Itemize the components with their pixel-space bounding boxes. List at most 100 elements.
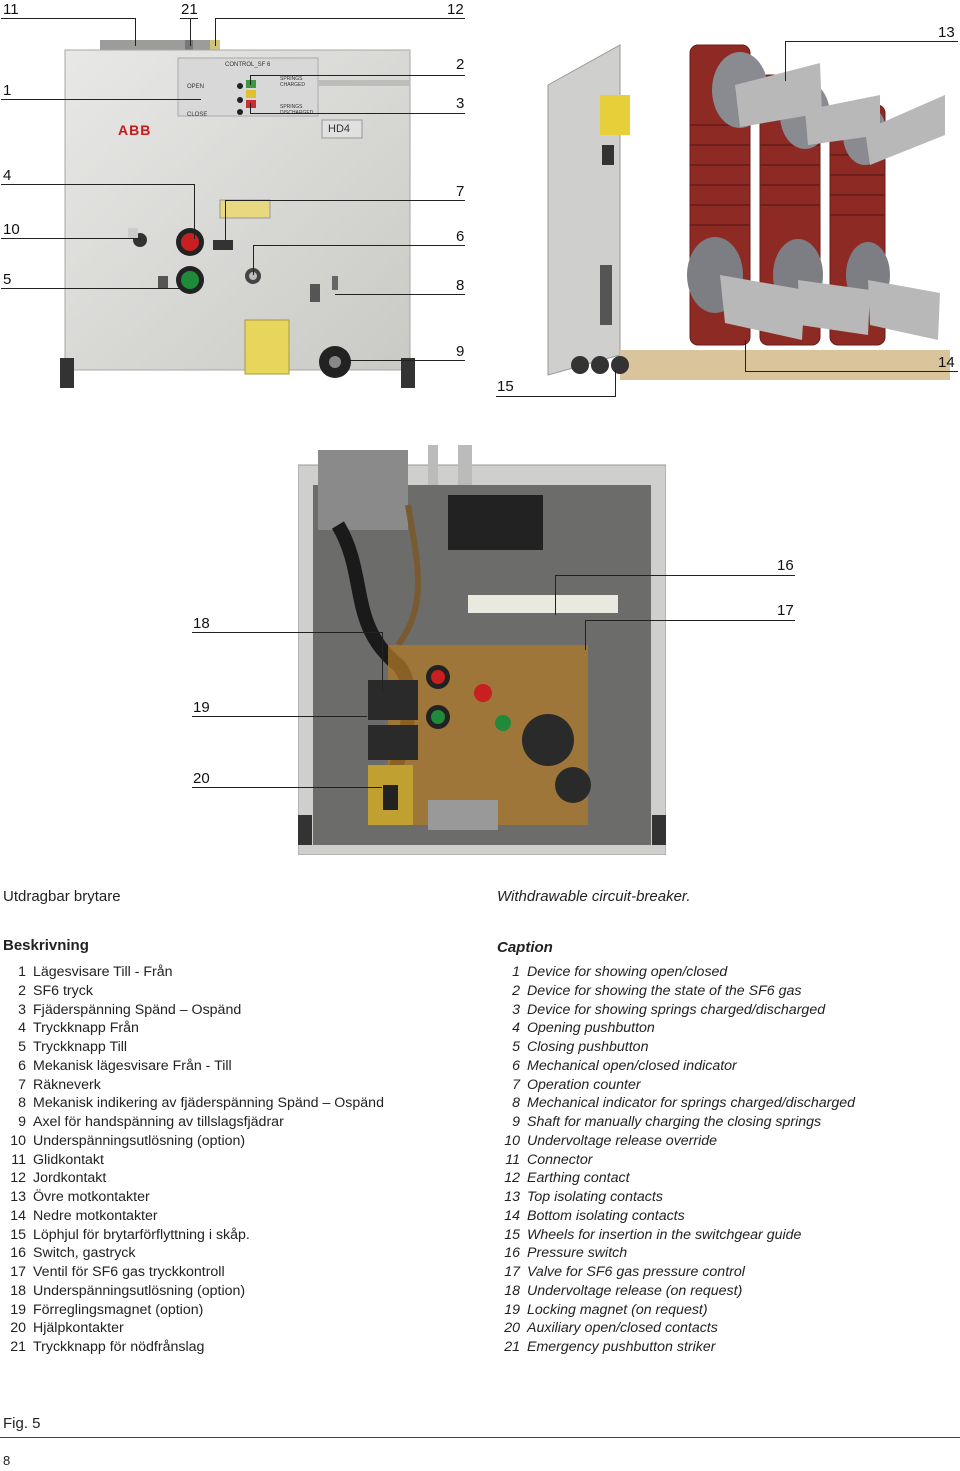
item-text: Closing pushbutton bbox=[527, 1039, 649, 1055]
item-text: Device for showing springs charged/disch… bbox=[527, 1001, 826, 1018]
callout-20: 20 bbox=[193, 770, 210, 787]
item-number: 3 bbox=[18, 1001, 26, 1018]
callout-12: 12 bbox=[447, 1, 464, 18]
item-text: Hjälpkontakter bbox=[33, 1320, 124, 1337]
item-number: 15 bbox=[10, 1226, 26, 1243]
item-text: Jordkontakt bbox=[33, 1170, 107, 1187]
callout-7: 7 bbox=[456, 183, 465, 200]
item-number: 8 bbox=[512, 1095, 520, 1112]
item-number: 9 bbox=[512, 1114, 520, 1130]
callout-6: 6 bbox=[456, 228, 465, 245]
leader-line bbox=[250, 75, 251, 85]
callout-21: 21 bbox=[181, 1, 198, 18]
callout-3: 3 bbox=[456, 95, 465, 112]
leader-line bbox=[1, 238, 141, 239]
list-item: 4 Opening pushbutton bbox=[494, 1019, 855, 1038]
item-number: 5 bbox=[512, 1039, 520, 1055]
callout-9: 9 bbox=[456, 343, 465, 360]
item-text: Nedre motkontakter bbox=[33, 1207, 158, 1224]
item-number: 15 bbox=[504, 1226, 520, 1243]
side-view-photo bbox=[540, 35, 950, 400]
callout-16: 16 bbox=[777, 557, 794, 574]
callout-11: 11 bbox=[3, 1, 19, 18]
item-text: SF6 tryck bbox=[33, 982, 93, 999]
close-label: CLOSE bbox=[187, 112, 208, 118]
list-item: 10 Underspänningsutlösning (option) bbox=[0, 1132, 384, 1151]
leader-line bbox=[585, 620, 586, 650]
leader-line bbox=[192, 787, 382, 788]
item-text: Underspänningsutlösning (option) bbox=[33, 1132, 246, 1149]
list-item: 3 Device for showing springs charged/disc… bbox=[494, 1001, 855, 1020]
item-text: Förreglingsmagnet (option) bbox=[33, 1301, 204, 1318]
item-text: Connector bbox=[527, 1151, 593, 1168]
front-panel-illustration bbox=[60, 40, 415, 388]
leader-line bbox=[135, 18, 136, 46]
callout-15: 15 bbox=[497, 378, 514, 395]
item-number: 4 bbox=[512, 1020, 520, 1037]
item-number: 10 bbox=[10, 1132, 26, 1149]
item-text: Fjäderspänning Spänd – Ospänd bbox=[33, 1001, 242, 1018]
open-label: OPEN bbox=[187, 84, 205, 90]
item-text: Bottom isolating contacts bbox=[527, 1207, 685, 1224]
leader-line bbox=[615, 370, 616, 396]
item-text: Opening pushbutton bbox=[527, 1020, 655, 1037]
list-item: 19 Förreglingsmagnet (option) bbox=[0, 1301, 384, 1320]
item-number: 16 bbox=[504, 1245, 520, 1262]
control-title: CONTROL_SF 6 bbox=[225, 62, 271, 68]
item-number: 1 bbox=[512, 964, 520, 980]
callout-17: 17 bbox=[777, 602, 794, 619]
item-text: Top isolating contacts bbox=[527, 1189, 663, 1205]
item-number: 16 bbox=[10, 1245, 26, 1262]
item-number: 18 bbox=[10, 1282, 26, 1299]
item-number: 2 bbox=[512, 982, 520, 999]
leader-line bbox=[585, 620, 795, 621]
item-number: 11 bbox=[11, 1151, 26, 1168]
list-item: 20 Hjälpkontakter bbox=[0, 1319, 384, 1338]
leader-line bbox=[745, 371, 958, 372]
leader-line bbox=[190, 18, 191, 46]
item-text: Undervoltage release override bbox=[527, 1132, 718, 1149]
leader-line bbox=[1, 18, 135, 19]
leader-line bbox=[745, 340, 746, 371]
callout-5: 5 bbox=[3, 271, 12, 288]
item-number: 3 bbox=[512, 1001, 520, 1018]
list-item: 5 Closing pushbutton bbox=[494, 1038, 855, 1057]
leader-line bbox=[335, 294, 465, 295]
item-text: Emergency pushbutton striker bbox=[527, 1339, 716, 1355]
item-number: 19 bbox=[10, 1301, 26, 1318]
description-heading-en: Caption bbox=[497, 939, 553, 956]
front-panel-photo: ABB HD4 CONTROL_SF 6 OPEN CLOSE SPRINGS … bbox=[60, 40, 415, 395]
item-number: 1 bbox=[18, 964, 26, 980]
item-text: Underspänningsutlösning (option) bbox=[33, 1282, 246, 1299]
caption-swedish: Utdragbar brytare bbox=[3, 888, 121, 905]
item-text: Övre motkontakter bbox=[33, 1189, 150, 1205]
callout-8: 8 bbox=[456, 277, 465, 294]
callout-1: 1 bbox=[3, 82, 12, 99]
item-text: Axel för handspänning av tillslagsfjädra… bbox=[33, 1114, 284, 1130]
item-number: 19 bbox=[504, 1301, 520, 1318]
item-number: 5 bbox=[18, 1039, 26, 1055]
item-number: 12 bbox=[504, 1170, 520, 1187]
item-number: 7 bbox=[18, 1076, 26, 1093]
leader-line bbox=[215, 18, 465, 19]
item-text: Pressure switch bbox=[527, 1245, 628, 1262]
item-text: Switch, gastryck bbox=[33, 1245, 136, 1262]
callout-18: 18 bbox=[193, 615, 210, 632]
item-number: 20 bbox=[10, 1320, 26, 1337]
list-item: 3 Fjäderspänning Spänd – Ospänd bbox=[0, 1001, 384, 1020]
